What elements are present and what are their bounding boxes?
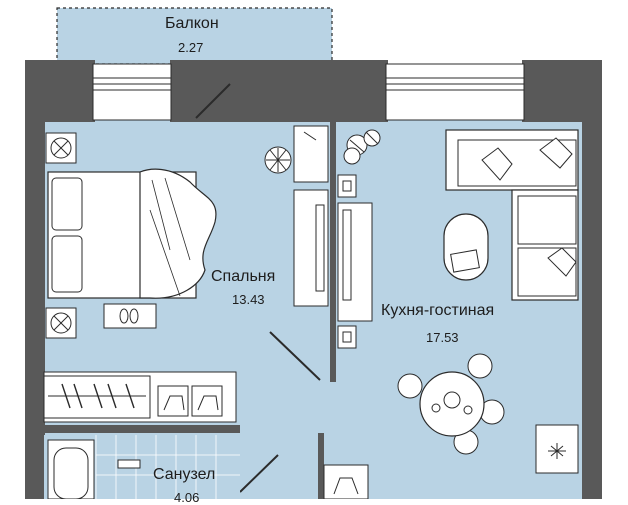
living-plant-icon <box>343 129 381 165</box>
hallway-wardrobe <box>43 371 237 423</box>
bedroom-name: Спальня <box>211 268 276 285</box>
bathroom-name: Санузел <box>153 466 216 483</box>
kitchen-cabinet <box>535 424 579 474</box>
slippers-mat <box>103 303 157 329</box>
interior-walls <box>40 122 336 499</box>
nightstand-top <box>45 132 77 164</box>
plant-icon <box>264 146 292 174</box>
outer-walls <box>25 60 602 499</box>
bedroom-area-value: 13.43 <box>232 292 265 307</box>
living-name: Кухня-гостиная <box>381 302 495 319</box>
nightstand-bottom <box>45 307 77 339</box>
coffee-table <box>443 213 489 281</box>
bathroom-area-value: 4.06 <box>174 490 200 505</box>
bathroom-door[interactable] <box>239 454 279 493</box>
bed[interactable] <box>47 168 217 299</box>
sofa[interactable] <box>445 129 579 301</box>
living-area-value: 17.53 <box>426 330 459 345</box>
living-tv-unit <box>337 174 373 349</box>
balcony-name: Балкон <box>165 15 219 32</box>
entrance-cabinet <box>323 464 369 499</box>
bedroom-shelf <box>293 125 329 307</box>
bedroom-door[interactable] <box>269 331 321 381</box>
balcony-area[interactable] <box>56 7 333 65</box>
window-left <box>92 63 172 121</box>
balcony-door[interactable] <box>195 83 231 119</box>
bathtub <box>47 439 95 499</box>
window-right <box>385 63 525 121</box>
dining-table[interactable] <box>397 353 505 455</box>
balcony-area-value: 2.27 <box>178 40 204 55</box>
sink <box>117 459 141 469</box>
